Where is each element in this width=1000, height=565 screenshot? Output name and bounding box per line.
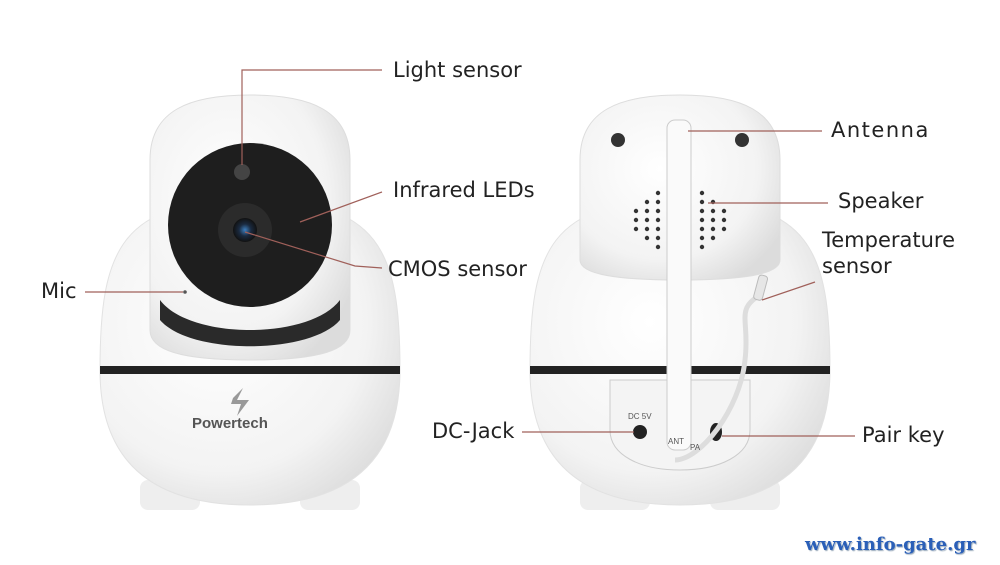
speaker-hole	[699, 199, 705, 205]
speaker-hole	[710, 217, 716, 223]
label-speaker: Speaker	[838, 189, 924, 213]
leader-infrared-leds	[299, 191, 383, 223]
speaker-hole	[655, 244, 661, 250]
speaker-hole	[721, 217, 727, 223]
dc-marking: DC 5V	[628, 412, 652, 421]
powertech-logo	[231, 388, 249, 416]
speaker-hole	[655, 235, 661, 241]
brand-name: Powertech	[192, 415, 268, 432]
front-camera	[99, 94, 401, 510]
light-sensor-dot	[234, 164, 250, 180]
speaker-hole	[644, 208, 650, 214]
speaker-hole	[699, 244, 705, 250]
speaker-hole	[655, 199, 661, 205]
antenna	[666, 119, 692, 451]
leader-light-sensor	[241, 69, 382, 165]
label-dc-jack: DC-Jack	[432, 419, 515, 443]
front-band	[100, 366, 400, 374]
leader-temperature-sensor	[761, 281, 816, 301]
speaker-hole	[655, 226, 661, 232]
dc-jack-port	[633, 425, 647, 439]
speaker-hole	[655, 217, 661, 223]
label-temperature-line1: Temperature	[822, 228, 956, 252]
speaker-hole	[644, 199, 650, 205]
label-antenna: Antenna	[831, 118, 930, 142]
speaker-hole	[633, 208, 639, 214]
label-pair-key: Pair key	[862, 423, 945, 447]
speaker-hole	[644, 235, 650, 241]
pair-marking: PA	[690, 443, 701, 452]
speaker-hole	[644, 226, 650, 232]
temperature-sensor-cable	[674, 292, 762, 463]
speaker-hole	[699, 226, 705, 232]
speaker-grille	[633, 190, 727, 250]
speaker-hole	[633, 226, 639, 232]
speaker-hole	[644, 217, 650, 223]
speaker-hole	[699, 208, 705, 214]
speaker-hole	[710, 226, 716, 232]
label-light-sensor: Light sensor	[393, 58, 522, 82]
speaker-hole	[721, 208, 727, 214]
leader-cmos-sensor	[244, 231, 383, 269]
speaker-hole	[721, 226, 727, 232]
label-infrared-leds: Infrared LEDs	[393, 178, 535, 202]
speaker-hole	[699, 190, 705, 196]
speaker-hole	[655, 190, 661, 196]
speaker-hole	[699, 217, 705, 223]
label-temperature-line2: sensor	[822, 254, 892, 278]
speaker-hole	[710, 208, 716, 214]
speaker-hole	[710, 235, 716, 241]
label-mic: Mic	[41, 279, 77, 303]
lens	[233, 218, 257, 242]
speaker-hole	[633, 217, 639, 223]
ant-marking: ANT	[668, 437, 684, 446]
watermark: www.info-gate.gr	[805, 534, 976, 555]
speaker-hole	[699, 235, 705, 241]
leader-lines	[85, 69, 855, 437]
back-camera	[529, 94, 831, 510]
speaker-hole	[655, 208, 661, 214]
label-cmos-sensor: CMOS sensor	[388, 257, 527, 281]
